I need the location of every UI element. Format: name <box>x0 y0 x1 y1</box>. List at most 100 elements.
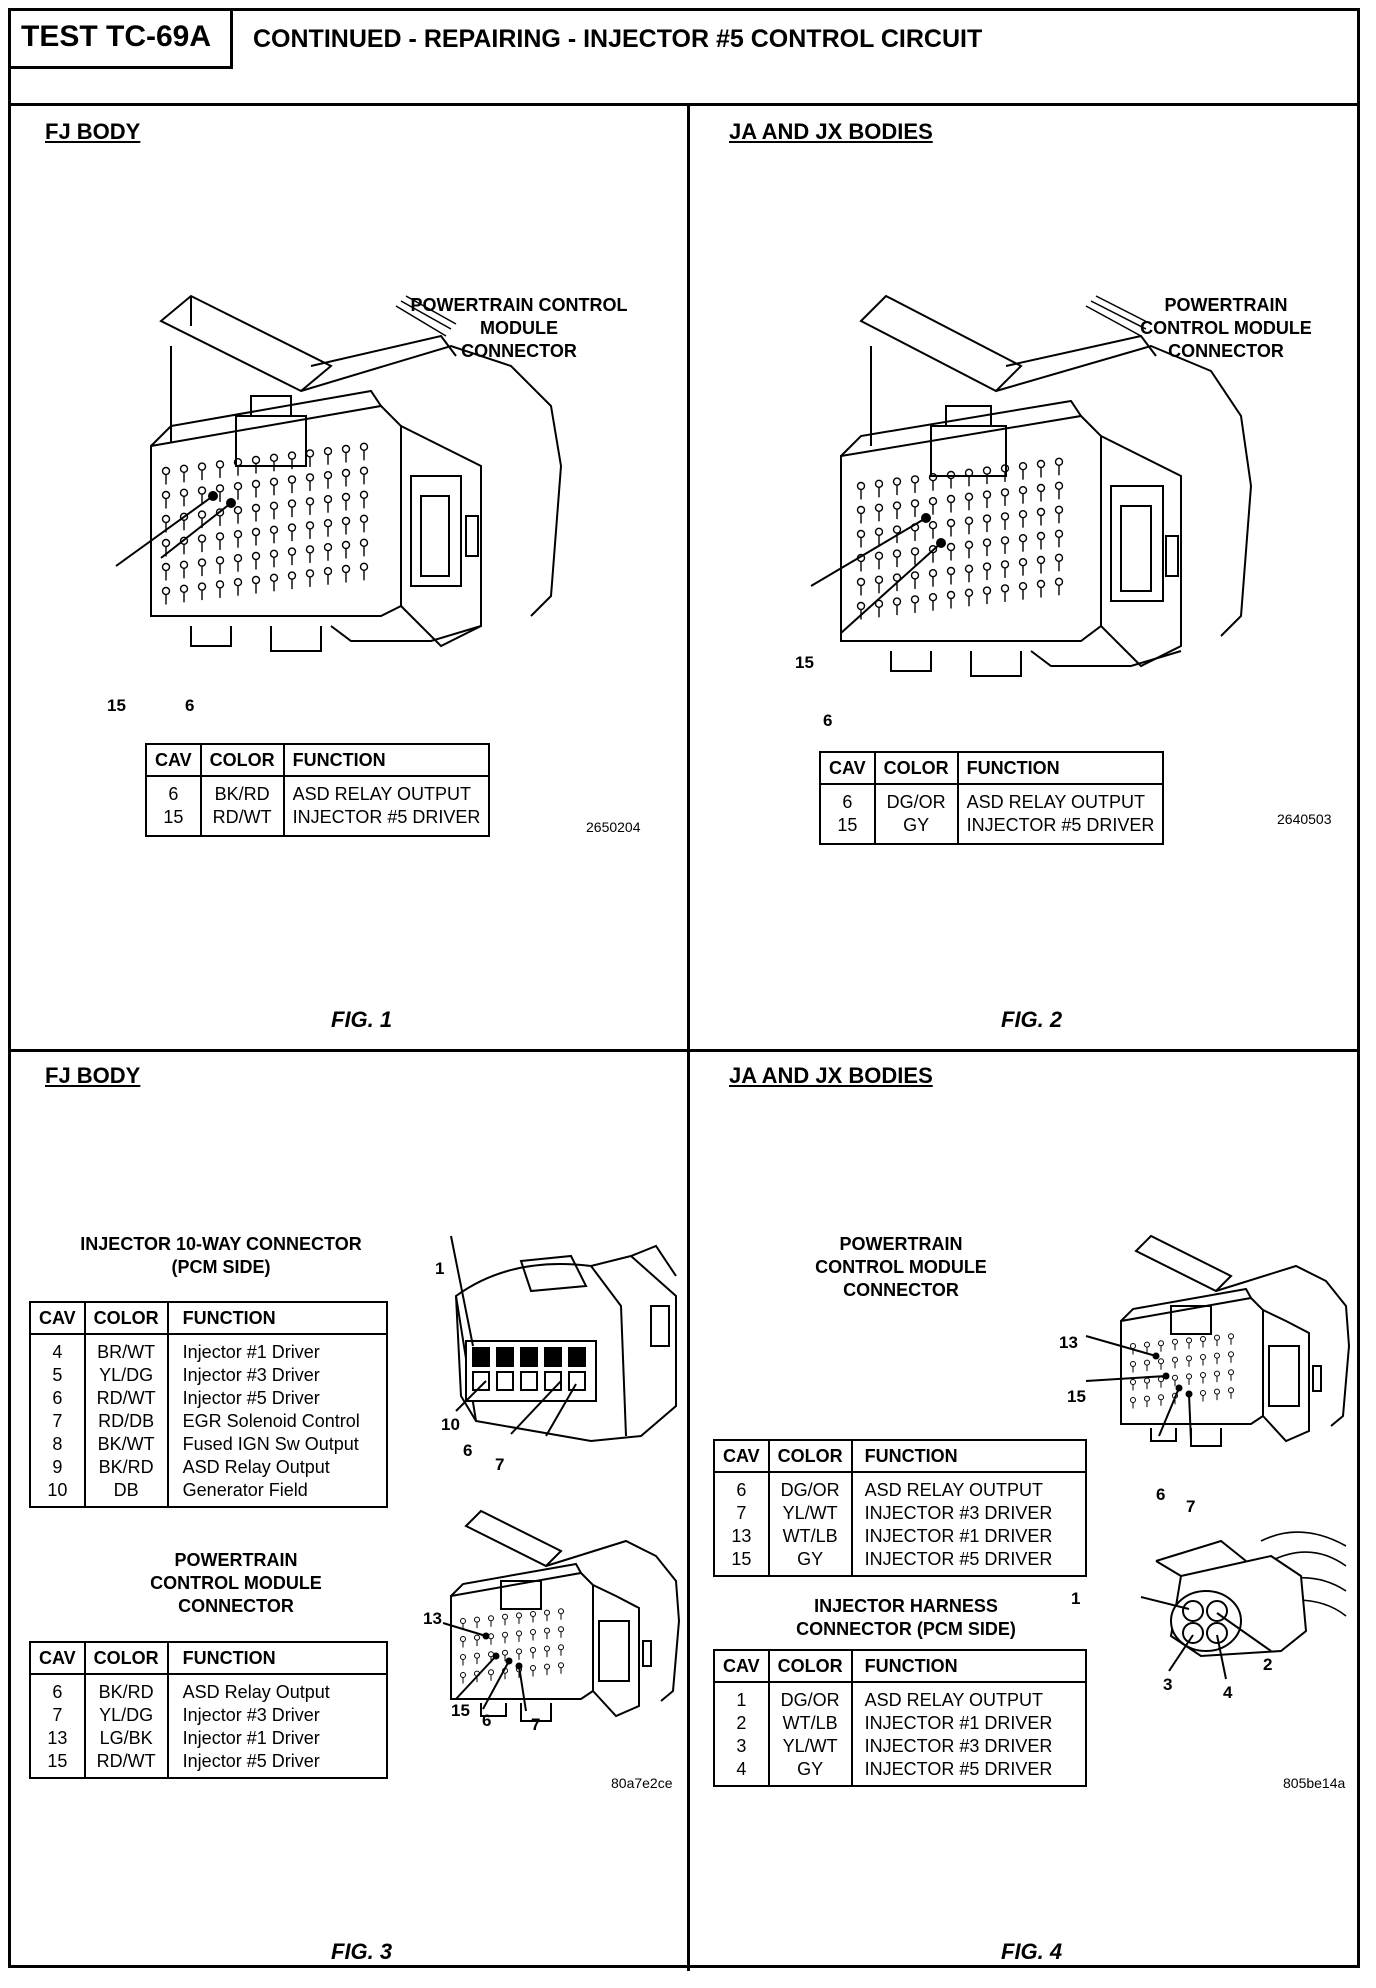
cell-function: ASD Relay Output <box>166 1674 388 1704</box>
connector-pin <box>474 1652 480 1659</box>
cell-cav: 15 <box>29 1750 86 1778</box>
fig4-pcm-callout-6: 6 <box>1156 1485 1166 1504</box>
fig3-inj-callout-6: 6 <box>463 1441 473 1460</box>
connector-pin <box>488 1669 494 1676</box>
connector-pin <box>964 468 974 478</box>
fig4-label-line: CONTROL MODULE <box>815 1257 987 1277</box>
connector-pin <box>1054 505 1064 515</box>
cell-function: Injector #3 Driver <box>166 1364 388 1387</box>
cell-color: GY <box>767 1548 853 1576</box>
cell-color: BK/RD <box>199 776 285 806</box>
connector-pin <box>359 466 369 476</box>
fig3-injector-table: CAV COLOR FUNCTION 4 BR/WT Injector #1 D… <box>29 1301 388 1508</box>
connector-pin <box>197 582 207 591</box>
cell-function: INJECTOR #1 DRIVER <box>850 1525 1087 1548</box>
cell-function: Injector #5 Driver <box>166 1387 388 1410</box>
fig3-injector-connector-drawing <box>450 1235 677 1443</box>
cell-color: BK/RD <box>83 1674 169 1704</box>
connector-pin <box>474 1634 480 1641</box>
fig3-label-line: CONNECTOR <box>178 1596 294 1616</box>
fig4-harness-label: INJECTOR HARNESS CONNECTOR (PCM SIDE) <box>761 1595 1051 1641</box>
horizontal-divider <box>11 1049 1357 1052</box>
cell-cav: 6 <box>713 1472 770 1502</box>
connector-slot <box>520 1347 538 1367</box>
connector-pin <box>982 586 992 595</box>
connector-pin <box>874 527 884 537</box>
connector-pin <box>874 479 884 489</box>
cell-function: INJECTOR #3 DRIVER <box>850 1735 1087 1758</box>
cell-cav: 9 <box>29 1456 86 1479</box>
cell-function: Generator Field <box>166 1479 388 1507</box>
fig3-pcm-callout-13: 13 <box>423 1609 442 1628</box>
page-header: TEST TC-69A CONTINUED - REPAIRING - INJE… <box>11 11 1357 106</box>
cell-function: ASD RELAY OUTPUT <box>956 784 1165 814</box>
fig3-pcm-table: CAV COLOR FUNCTION 6 BK/RD ASD Relay Out… <box>29 1641 388 1779</box>
table-row: 6 DG/OR ASD RELAY OUTPUT <box>713 1472 1087 1502</box>
connector-slot <box>568 1371 586 1391</box>
fig1-wiring-table: CAV COLOR FUNCTION 6 BK/RD ASD RELAY OUT… <box>145 743 491 837</box>
cell-function: Injector #3 Driver <box>166 1704 388 1727</box>
connector-pin <box>197 558 207 567</box>
table-header-row: CAV COLOR FUNCTION <box>29 1301 388 1335</box>
fig3-label-line: (PCM SIDE) <box>171 1257 271 1277</box>
connector-pin <box>982 538 992 547</box>
table-row: 15 RD/WT INJECTOR #5 DRIVER <box>145 806 491 836</box>
col-color: COLOR <box>767 1439 853 1473</box>
connector-slot <box>496 1371 514 1391</box>
connector-pin <box>558 1644 564 1651</box>
connector-pin <box>558 1626 564 1633</box>
connector-pin <box>287 571 297 580</box>
cell-function: ASD RELAY OUTPUT <box>850 1682 1087 1712</box>
cell-cav: 15 <box>819 814 876 844</box>
fig3-label-line: INJECTOR 10-WAY CONNECTOR <box>80 1234 362 1254</box>
connector-pin <box>892 525 902 534</box>
fig2-body-title: JA AND JX BODIES <box>729 119 933 144</box>
connector-pin <box>1158 1358 1164 1365</box>
connector-pin <box>1228 1387 1234 1394</box>
col-function: FUNCTION <box>956 751 1165 785</box>
connector-slot <box>544 1347 562 1367</box>
cell-function: INJECTOR #1 DRIVER <box>850 1712 1087 1735</box>
connector-pin <box>287 547 297 556</box>
connector-pin <box>287 523 297 532</box>
connector-pin <box>1214 1370 1220 1377</box>
table-row: 15 GY INJECTOR #5 DRIVER <box>819 814 1165 844</box>
fig2-wiring-table: CAV COLOR FUNCTION 6 DG/OR ASD RELAY OUT… <box>819 751 1165 845</box>
cell-color: BR/WT <box>83 1334 169 1364</box>
col-cav: CAV <box>29 1301 86 1335</box>
cell-color: DB <box>83 1479 169 1507</box>
fig4-harness-callout-2: 2 <box>1263 1655 1273 1674</box>
table-header-row: CAV COLOR FUNCTION <box>713 1649 1087 1683</box>
cell-function: INJECTOR #5 DRIVER <box>282 806 491 836</box>
connector-pin <box>1214 1388 1220 1395</box>
connector-slot <box>472 1347 490 1367</box>
fig4-harness-callout-4: 4 <box>1223 1683 1233 1702</box>
table-row: 9 BK/RD ASD Relay Output <box>29 1456 388 1479</box>
fig4-label-line: INJECTOR HARNESS <box>814 1596 998 1616</box>
connector-pin <box>488 1615 494 1622</box>
col-color: COLOR <box>199 743 285 777</box>
connector-slot <box>568 1347 586 1367</box>
connector-pin <box>1054 481 1064 491</box>
table-row: 4 BR/WT Injector #1 Driver <box>29 1334 388 1364</box>
connector-pin <box>544 1663 550 1670</box>
table-row: 1 DG/OR ASD RELAY OUTPUT <box>713 1682 1087 1712</box>
fig3-pcm-callout-15: 15 <box>451 1701 470 1720</box>
cell-color: BK/RD <box>83 1456 169 1479</box>
connector-pin <box>964 516 974 526</box>
cell-cav: 7 <box>29 1704 86 1727</box>
fig2-callout-15: 15 <box>795 653 814 672</box>
table-row: 6 RD/WT Injector #5 Driver <box>29 1387 388 1410</box>
cell-cav: 1 <box>713 1682 770 1712</box>
connector-pin <box>1144 1341 1150 1348</box>
fig2-callout-6: 6 <box>823 711 833 730</box>
col-function: FUNCTION <box>850 1649 1087 1683</box>
connector-pin <box>964 492 974 502</box>
fig4-harness-table: CAV COLOR FUNCTION 1 DG/OR ASD RELAY OUT… <box>713 1649 1087 1787</box>
connector-pin <box>892 573 902 582</box>
cell-color: WT/LB <box>767 1712 853 1735</box>
table-row: 7 YL/DG Injector #3 Driver <box>29 1704 388 1727</box>
connector-pin <box>1144 1395 1150 1402</box>
fig3-pcm-connector-drawing <box>442 1509 681 1722</box>
table-row: 13 WT/LB INJECTOR #1 DRIVER <box>713 1525 1087 1548</box>
